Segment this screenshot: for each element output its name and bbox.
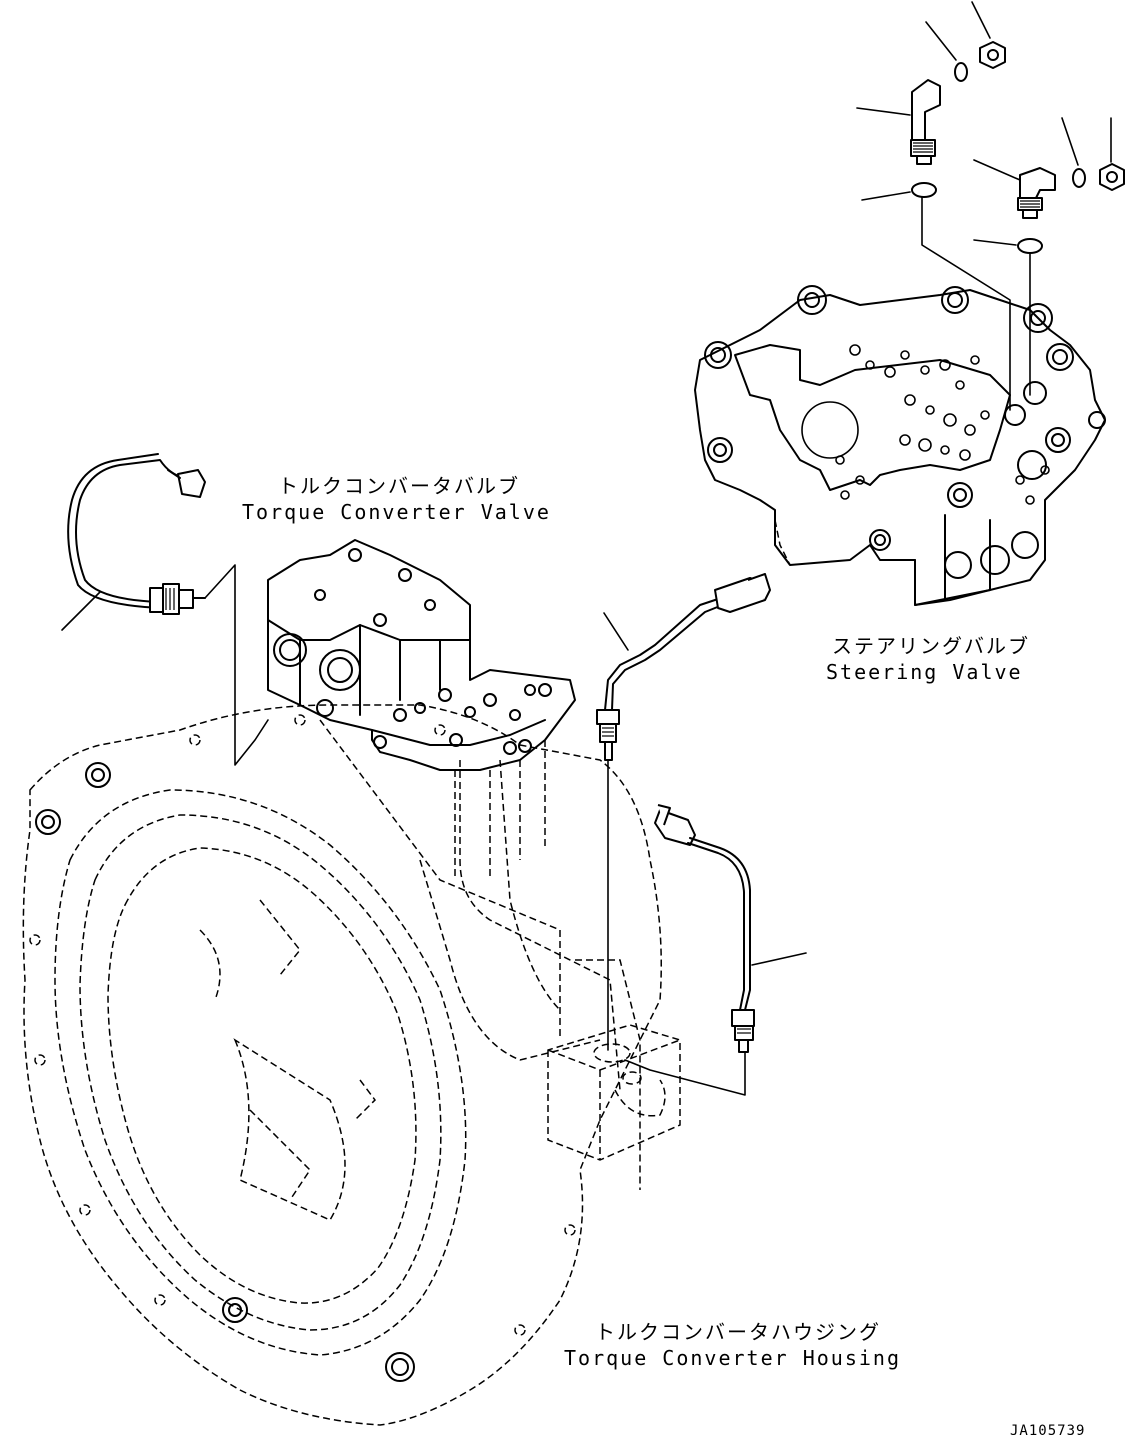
o-rings-and-nuts — [911, 41, 1125, 254]
steering-valve-label-en: Steering Valve — [826, 660, 1023, 684]
elbow-fitting-2 — [1017, 167, 1056, 219]
torque-converter-valve-label-jp: トルクコンバータバルブ — [278, 474, 520, 498]
torque-converter-valve — [267, 539, 576, 880]
torque-converter-housing-label-en: Torque Converter Housing — [564, 1346, 901, 1370]
sensor-harness-right — [624, 804, 755, 1096]
sensor-harness-left — [67, 453, 206, 615]
torque-converter-housing — [22, 704, 662, 1426]
torque-converter-valve-label-en: Torque Converter Valve — [242, 500, 551, 524]
torque-converter-housing-label-jp: トルクコンバータハウジング — [595, 1320, 881, 1344]
sensor-harness-center — [596, 573, 771, 1051]
steering-valve — [694, 285, 1106, 606]
drawing-code: JA105739 — [1010, 1423, 1086, 1439]
leader-lines — [61, 1, 1112, 966]
steering-valve-label-jp: ステアリングバルブ — [832, 634, 1030, 658]
sensor-mounting-block — [547, 1024, 681, 1161]
elbow-fitting-1 — [910, 79, 941, 165]
